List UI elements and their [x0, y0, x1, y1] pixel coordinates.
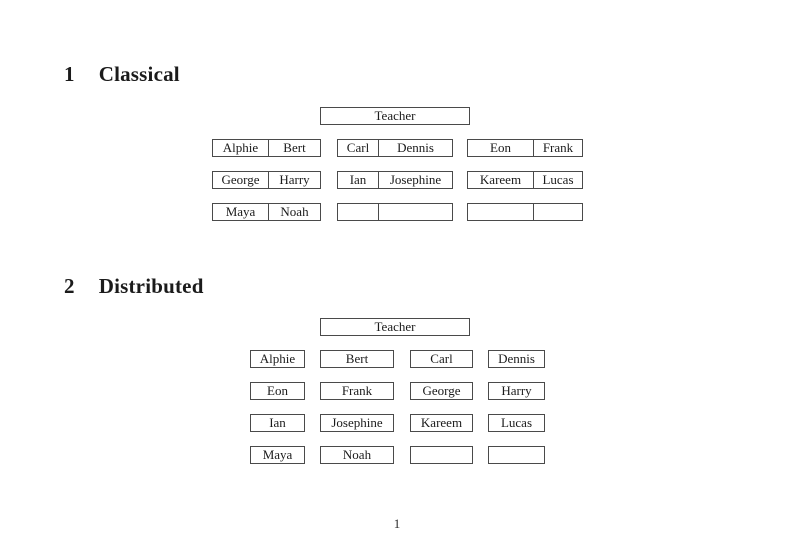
desk: Alphie Bert [212, 139, 321, 157]
seat-box: Dennis [488, 350, 545, 368]
seat-box: Carl [410, 350, 473, 368]
seat-box: Kareem [410, 414, 473, 432]
seat-box: Bert [320, 350, 394, 368]
seat-cell: Lucas [533, 172, 582, 188]
section-number: 2 [64, 274, 75, 298]
teacher-box: Teacher [320, 107, 470, 125]
seat-cell: Dennis [378, 140, 452, 156]
seat-cell: Alphie [222, 140, 259, 155]
seat-cell [378, 204, 452, 220]
seat-cell: Josephine [378, 172, 452, 188]
seat-cell [338, 204, 378, 220]
seat-box: Maya [250, 446, 305, 464]
seat-box: Ian [250, 414, 305, 432]
desk [467, 203, 583, 221]
seat-box: Frank [320, 382, 394, 400]
section-heading-distributed: 2 Distributed [64, 273, 204, 299]
desk: Ian Josephine [337, 171, 453, 189]
desk [337, 203, 453, 221]
section-number: 1 [64, 62, 75, 86]
section-heading-classical: 1 Classical [64, 61, 180, 87]
seat-box: Eon [250, 382, 305, 400]
seat-box: Josephine [320, 414, 394, 432]
section-title: Classical [98, 62, 180, 86]
seat-cell [533, 204, 582, 220]
seat-box [410, 446, 473, 464]
desk: George Harry [212, 171, 321, 189]
section-title: Distributed [98, 274, 204, 298]
seat-cell: Ian [349, 172, 367, 187]
seat-cell: Kareem [479, 172, 522, 187]
seat-cell [468, 204, 533, 220]
seat-box: Lucas [488, 414, 545, 432]
desk: Carl Dennis [337, 139, 453, 157]
desk: Maya Noah [212, 203, 321, 221]
seat-cell: Eon [490, 140, 511, 155]
desk: Kareem Lucas [467, 171, 583, 189]
seat-box: George [410, 382, 473, 400]
seat-cell: Harry [268, 172, 320, 188]
page-number: 1 [393, 516, 401, 531]
seat-cell: Bert [268, 140, 320, 156]
seat-cell: Noah [268, 204, 320, 220]
seat-cell: Frank [533, 140, 582, 156]
seat-box [488, 446, 545, 464]
seat-box: Noah [320, 446, 394, 464]
seat-cell: Carl [346, 140, 370, 155]
seat-cell: George [221, 172, 260, 187]
seat-box: Harry [488, 382, 545, 400]
teacher-box: Teacher [320, 318, 470, 336]
seat-box: Alphie [250, 350, 305, 368]
desk: Eon Frank [467, 139, 583, 157]
seat-cell: Maya [225, 204, 256, 219]
